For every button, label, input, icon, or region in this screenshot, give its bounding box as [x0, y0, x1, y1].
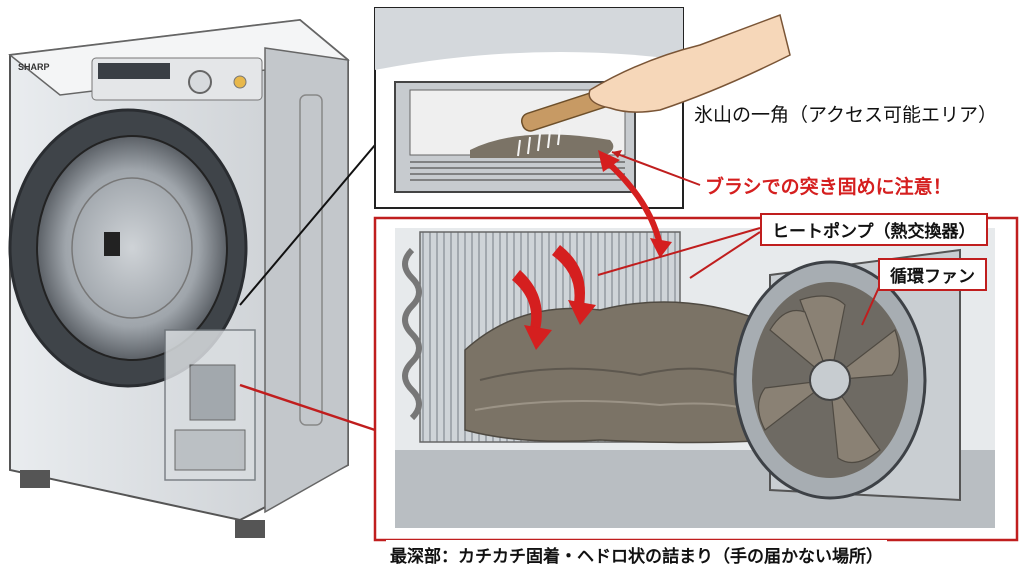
- leader-line-bottom: [239, 383, 376, 432]
- curved-arrow-icon: [598, 150, 672, 258]
- brush-warning-label: ブラシでの突き固めに注意！: [705, 176, 952, 198]
- brand-logo: SHARP: [18, 62, 50, 72]
- circulation-fan-label: 循環ファン: [878, 258, 987, 291]
- pointer-lines: [597, 151, 881, 326]
- down-arrow-icon: [512, 245, 596, 350]
- leader-line-top: [239, 144, 376, 306]
- cutaway-bottom: [164, 329, 256, 481]
- lint-clump-top: [470, 134, 614, 158]
- hand-icon: [588, 14, 791, 113]
- door: [8, 108, 248, 388]
- deepest-label: 最深部：カチカチ固着・ヘドロ状の詰まり（手の届かない場所）: [386, 540, 887, 569]
- control-panel: [91, 57, 263, 101]
- iceberg-label: 氷山の一角（アクセス可能エリア）: [694, 104, 998, 126]
- heat-pump-label: ヒートポンプ（熱交換器）: [760, 213, 988, 246]
- washing-machine: SHARP: [8, 18, 350, 538]
